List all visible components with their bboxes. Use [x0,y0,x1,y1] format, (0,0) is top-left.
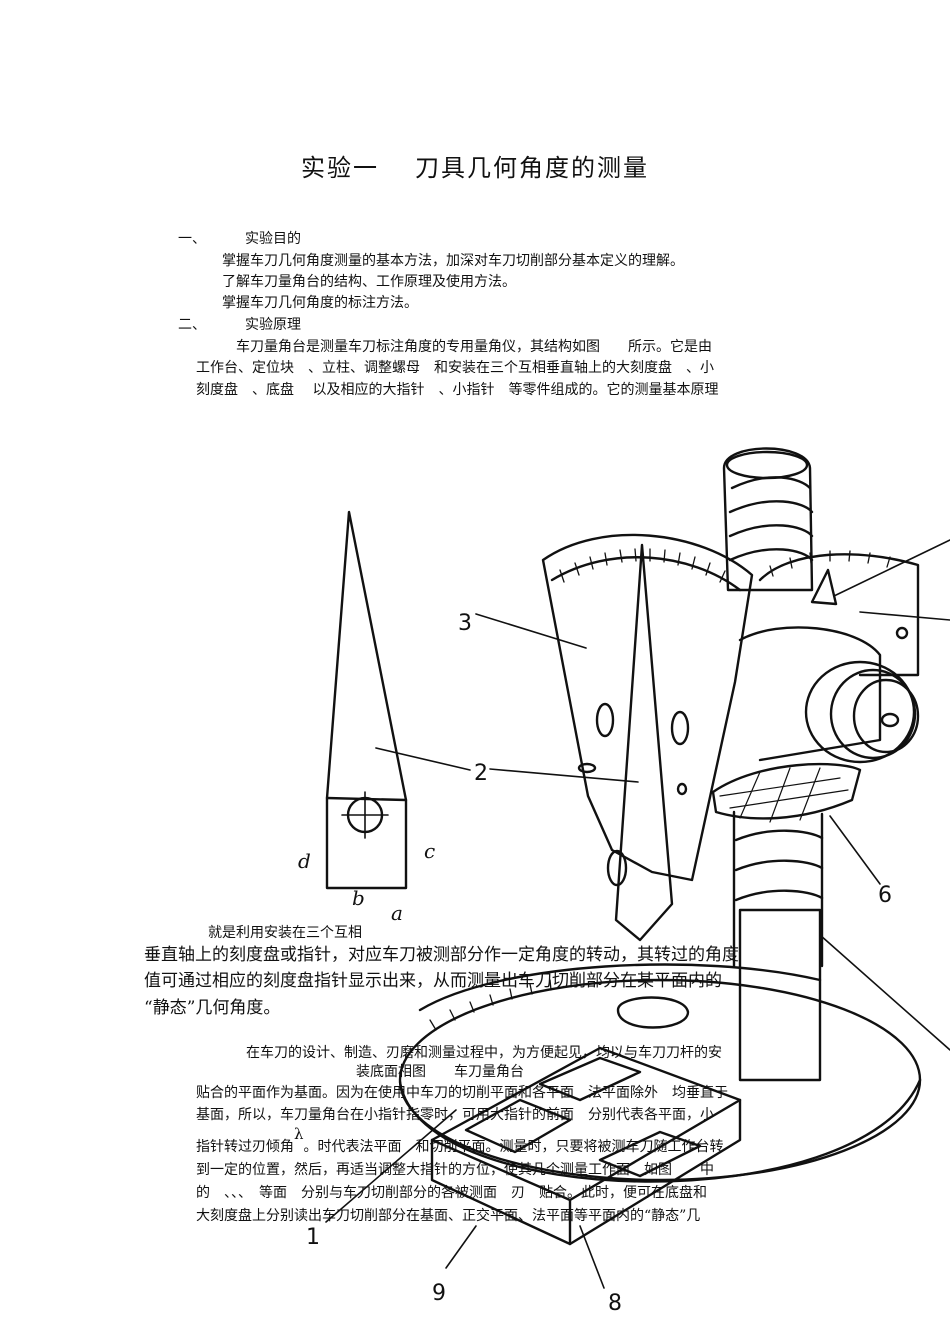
section1-item-1: 掌握车刀几何角度测量的基本方法，加深对车刀切削部分基本定义的理解。 [222,253,684,269]
section2-line-2: 工作台、定位块 、立柱、调整螺母 和安装在三个互相垂直轴上的大刻度盘 、小 [196,360,714,376]
para-continued-line-2: 垂直轴上的刻度盘或指针，对应车刀被测部分作一定角度的转动，其转过的角度 [144,945,739,965]
section1-heading: 实验目的 [245,231,301,247]
page-title: 实验一 刀具几何角度的测量 [0,148,950,183]
label-c: c [424,839,435,863]
lambda-symbol: λ [294,1125,304,1143]
label-9: 9 [432,1281,446,1306]
label-6: 6 [878,883,892,908]
para-continued-line-1: 就是利用安装在三个互相 [208,925,362,941]
para-design-line-4a: 指针转过刃倾角 [196,1139,294,1155]
section2-heading: 实验原理 [245,317,301,333]
para-design-line-7: 大刻度盘上分别读出车刀切削部分在基面、正交平面、法平面等平面内的“静态”几 [196,1208,701,1224]
label-2: 2 [474,761,488,786]
section1-item-2: 了解车刀量角台的结构、工作原理及使用方法。 [222,274,516,290]
section1-item-3: 掌握车刀几何角度的标注方法。 [222,295,418,311]
title-right: 刀具几何角度的测量 [415,154,649,182]
label-d: d [298,849,311,873]
gauge-drawing [325,447,950,1289]
para-design-line-2: 贴合的平面作为基面。因为在使用中车刀的切削平面和各平面 法平面除外 均垂直于 [196,1085,728,1101]
para-design-line-4b: 。时代表法平面 和切削平面。测量时，只要将被测车刀随工作台转 [303,1139,724,1155]
section2-number: 二、 [178,317,206,333]
section1-number: 一、 [178,231,206,247]
section2-line-3: 刻度盘 、底盘 以及相应的大指针 、小指针 等零件组成的。它的测量基本原理 [196,382,719,398]
figure-caption: 装底面相图 车刀量角台 [356,1064,524,1080]
label-b: b [352,886,365,910]
label-1: 1 [306,1225,320,1250]
label-a: a [391,901,403,925]
title-left: 实验一 [301,154,379,182]
para-design-line-6: 的 、、、 等面 分别与车刀切削部分的各被测面 刃 贴合。此时，便可在底盘和 [196,1185,707,1201]
label-3: 3 [458,611,472,636]
para-design-line-5: 到一定的位置，然后，再适当调整大指针的方位，使其几个测量工作面 如图 中 [196,1162,714,1178]
para-design-line-4: 指针转过刃倾角λ。时代表法平面 和切削平面。测量时，只要将被测车刀随工作台转 [196,1125,724,1156]
tool-blade-drawing [325,510,471,890]
para-continued-line-3: 值可通过相应的刻度盘指针显示出来，从而测量出车刀切削部分在某平面内的 [144,971,722,991]
label-8: 8 [608,1291,622,1316]
dial-ticks [429,548,891,1031]
para-design-line-1: 在车刀的设计、制造、刃磨和测量过程中，为方便起见，均以与车刀刀杆的安 [246,1045,722,1061]
section2-line-1: 车刀量角台是测量车刀标注角度的专用量角仪，其结构如图 所示。它是由 [236,339,712,355]
para-continued-line-4: “静态”几何角度。 [144,998,281,1018]
para-design-line-3: 基面，所以，车刀量角台在小指针指零时，可用大指针的前面 分别代表各平面，小 [196,1107,714,1123]
